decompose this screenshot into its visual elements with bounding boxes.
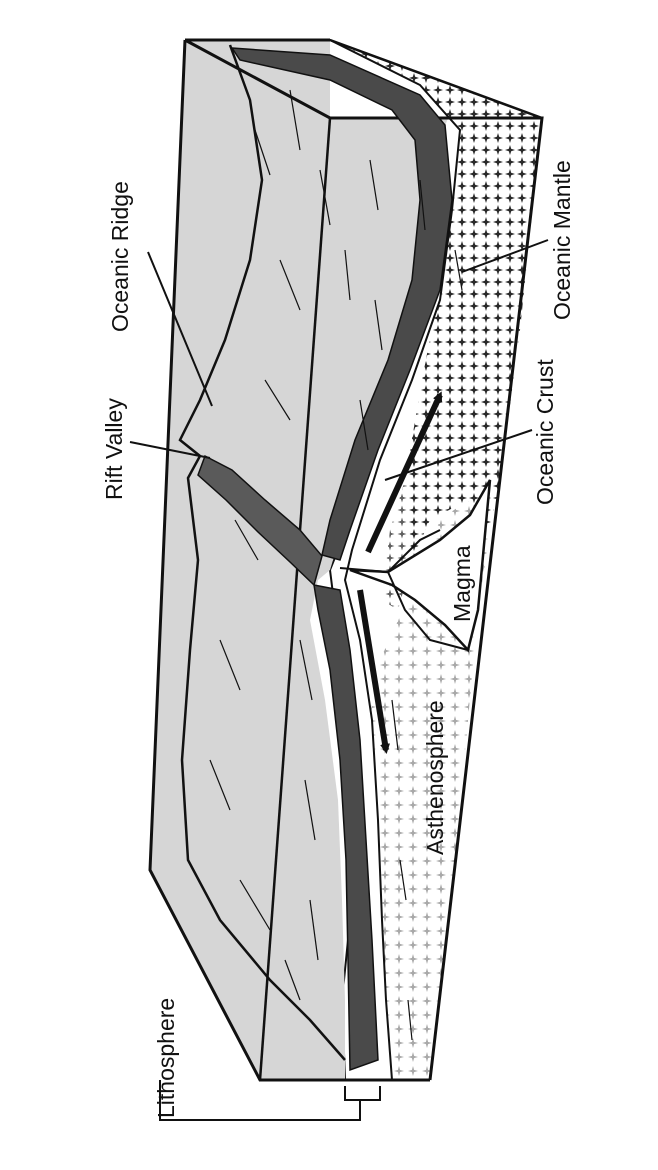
label-asthenosphere: Asthenosphere xyxy=(422,700,448,855)
label-magma: Magma xyxy=(449,545,475,622)
label-oceanic-ridge: Oceanic Ridge xyxy=(107,181,133,332)
label-lithosphere: Lithosphere xyxy=(153,998,179,1118)
label-rift-valley: Rift Valley xyxy=(101,398,127,500)
lithosphere-bracket xyxy=(160,1080,380,1120)
label-oceanic-crust: Oceanic Crust xyxy=(532,359,558,505)
label-oceanic-mantle: Oceanic Mantle xyxy=(549,160,575,320)
